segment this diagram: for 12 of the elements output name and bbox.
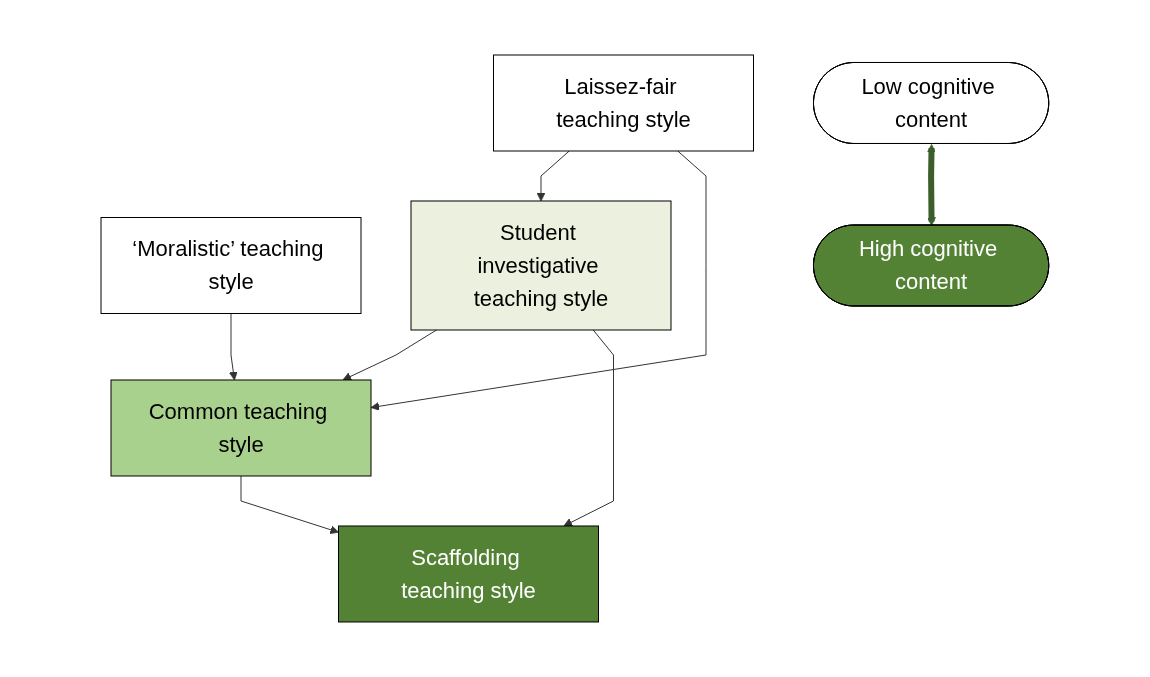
node-box: Student investigative teaching style [410, 200, 672, 331]
arrow [536, 150, 570, 202]
arrow [370, 150, 707, 411]
arrow [563, 329, 615, 527]
arrow [342, 329, 438, 381]
arrow [240, 475, 340, 535]
node-box: ‘Moralistic’ teaching style [100, 217, 362, 314]
node-box: Laissez-fair teaching style [493, 54, 755, 152]
node-box: Common teaching style [110, 379, 372, 477]
arrow [927, 144, 937, 226]
arrow [229, 313, 238, 381]
node-box: Scaffolding teaching style [338, 525, 600, 623]
